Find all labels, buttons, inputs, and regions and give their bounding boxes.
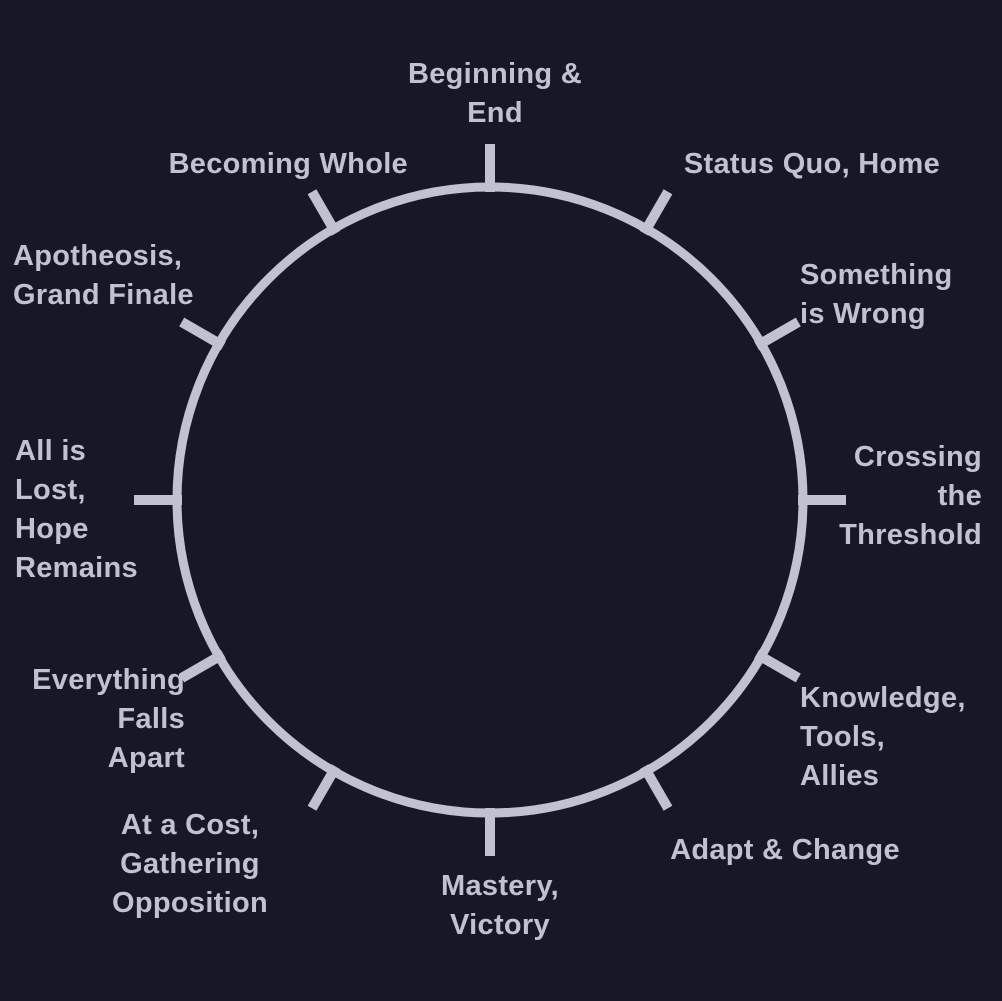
step-label-all-is-lost-hope-remains: All is Lost, Hope Remains [15, 435, 138, 584]
step-label-beginning-end: Beginning & End [407, 58, 583, 129]
step-label-adapt-change: Adapt & Change [670, 834, 900, 866]
step-label-becoming-whole: Becoming Whole [168, 148, 408, 180]
story-circle [172, 182, 808, 818]
tick-mark-knowledge-tools-allies [754, 649, 801, 683]
step-label-crossing-threshold: Crossing the Threshold [839, 441, 982, 551]
tick-mark-everything-falls-apart [179, 649, 226, 683]
step-label-at-a-cost-opposition: At a Cost, Gathering Opposition [111, 809, 269, 919]
tick-mark-apotheosis-grand-finale [179, 317, 226, 351]
step-label-status-quo-home: Status Quo, Home [683, 148, 941, 180]
step-label-everything-falls-apart: Everything Falls Apart [32, 664, 185, 774]
step-label-knowledge-tools-allies: Knowledge, Tools, Allies [800, 682, 966, 792]
step-label-mastery-victory: Mastery, Victory [441, 870, 559, 941]
tick-mark-at-a-cost-opposition [307, 764, 341, 811]
tick-mark-becoming-whole [307, 189, 341, 236]
tick-mark-status-quo-home [639, 189, 673, 236]
step-label-something-is-wrong: Something is Wrong [800, 259, 953, 330]
tick-mark-something-is-wrong [754, 317, 801, 351]
step-label-apotheosis-grand-finale: Apotheosis, Grand Finale [13, 240, 194, 311]
tick-mark-adapt-change [639, 764, 673, 811]
